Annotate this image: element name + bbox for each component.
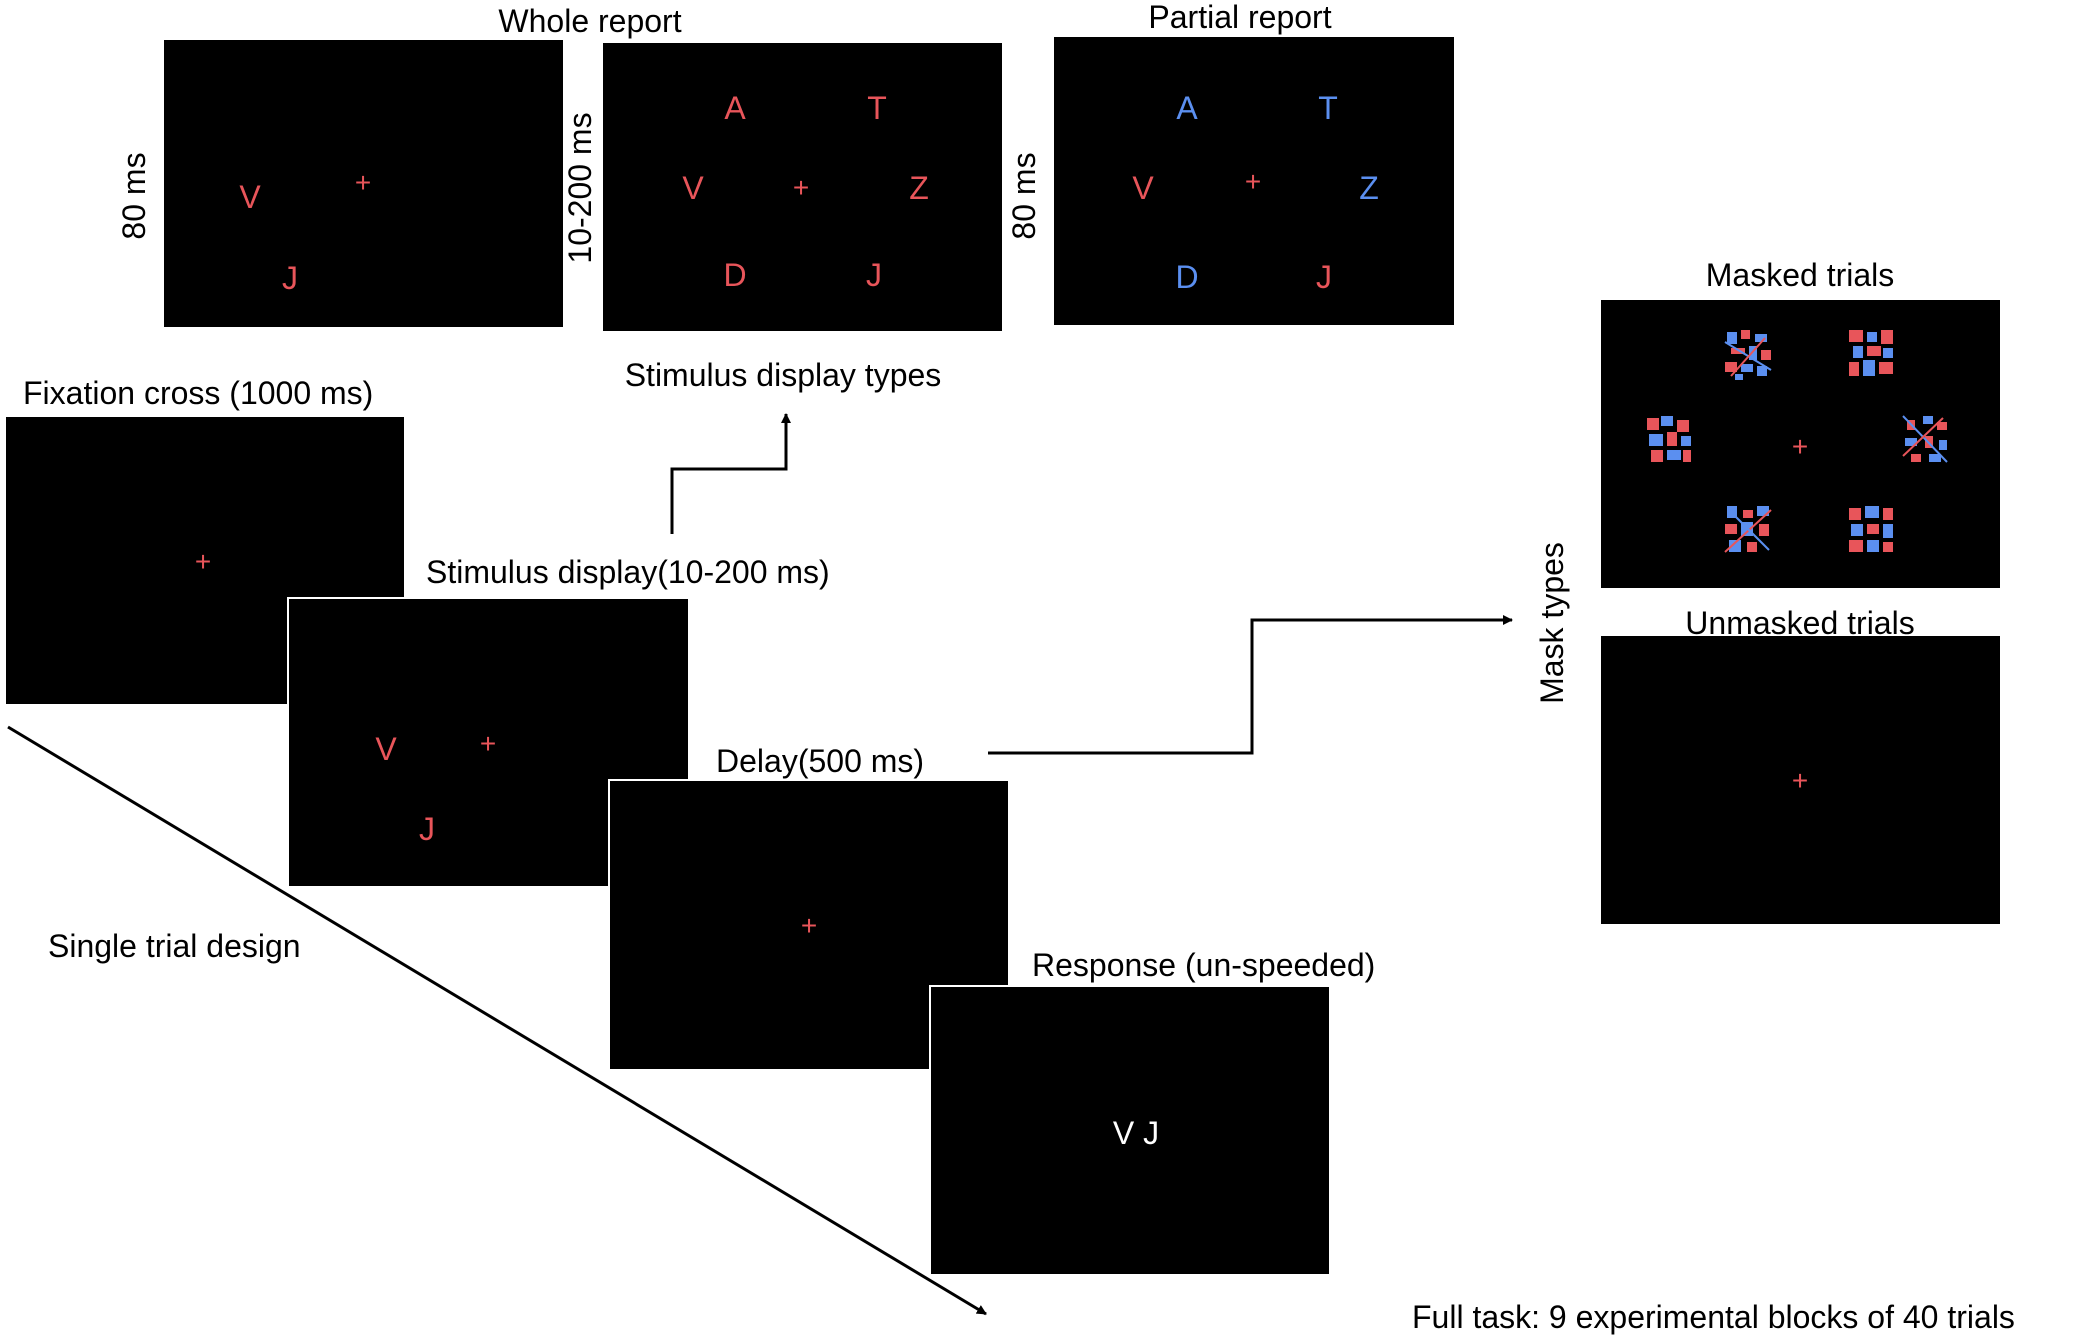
letter-z: Z	[909, 170, 929, 206]
mask-patch	[1849, 330, 1893, 376]
mask-patch	[1647, 416, 1691, 462]
letter-a: A	[1176, 90, 1198, 126]
letter-j: J	[282, 260, 298, 296]
unmasked-trials-screen: +	[1601, 636, 2000, 924]
whole-report-2-letter-screen: V + J	[164, 40, 563, 327]
fixation-cross-icon: +	[1791, 765, 1809, 796]
fixation-cross-icon: +	[792, 172, 810, 203]
letter-j: J	[419, 811, 435, 847]
fixation-cross-icon: +	[800, 910, 818, 941]
mask-patches	[1647, 330, 1948, 553]
mask-patch	[1902, 415, 1948, 463]
fixation-cross-icon: +	[479, 728, 497, 759]
letter-v: V	[239, 179, 261, 215]
letter-d: D	[1175, 259, 1199, 295]
whole-report-6-letter-screen: A T V + Z D J	[603, 43, 1002, 331]
letter-j: J	[1316, 259, 1332, 295]
partial-report-screen: A T V + Z D J	[1054, 37, 1454, 325]
fixation-cross-icon: +	[1244, 166, 1262, 197]
masked-trials-title: Masked trials	[1705, 257, 1895, 293]
fixation-cross-icon: +	[194, 546, 212, 577]
letter-v: V	[1132, 170, 1154, 206]
whole-report-title: Whole report	[498, 3, 682, 39]
delay-label: Delay(500 ms)	[716, 743, 925, 779]
letter-a: A	[724, 90, 746, 126]
letter-v: V	[682, 170, 704, 206]
response-label: Response (un-speeded)	[1032, 947, 1376, 983]
single-trial-design-label: Single trial design	[48, 928, 301, 964]
arrow-to-mask-types	[988, 615, 1513, 755]
letter-z: Z	[1359, 170, 1379, 206]
response-screen: V J	[931, 987, 1329, 1274]
fixation-cross-icon: +	[1791, 431, 1809, 462]
masked-trials-screen: +	[1601, 300, 2000, 588]
fixation-cross-label: Fixation cross (1000 ms)	[23, 375, 374, 411]
mask-patch	[1724, 330, 1772, 380]
time-axis-arrow	[7, 725, 987, 1316]
partial-report-title: Partial report	[1148, 0, 1332, 35]
letter-d: D	[723, 257, 747, 293]
mask-patch	[1849, 506, 1893, 552]
full-task-label: Full task: 9 experimental blocks of 40 t…	[1412, 1299, 2015, 1335]
letter-v: V	[375, 731, 397, 767]
letter-j: J	[866, 257, 882, 293]
mask-patch	[1724, 506, 1772, 553]
letter-t: T	[867, 90, 887, 126]
fixation-cross-icon: +	[354, 167, 372, 198]
response-letters: V J	[1112, 1115, 1160, 1151]
arrow-to-display-types	[670, 413, 791, 534]
letter-t: T	[1318, 90, 1338, 126]
stimulus-display-types-label: Stimulus display types	[624, 357, 942, 393]
unmasked-trials-title: Unmasked trials	[1685, 605, 1915, 641]
stimulus-display-label: Stimulus display(10-200 ms)	[426, 554, 830, 590]
